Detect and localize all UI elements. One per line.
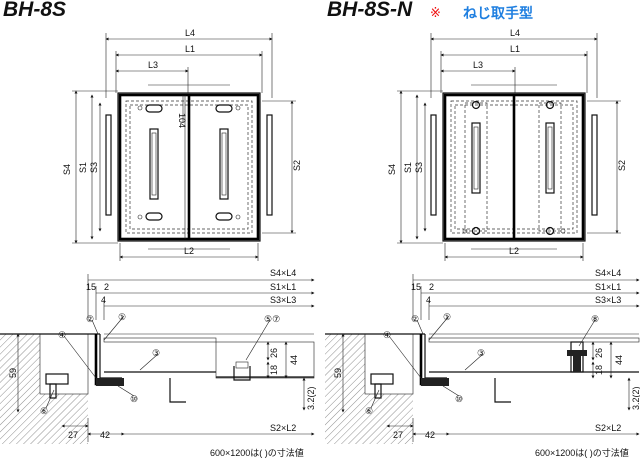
plan-right-label-l1: L1 bbox=[510, 44, 520, 54]
section-left-d4: 4 bbox=[101, 295, 106, 305]
plan-right-label-s4: S4 bbox=[387, 164, 397, 175]
section-left-row-3: S2×L2 bbox=[270, 423, 296, 433]
section-right-d59: 59 bbox=[333, 368, 343, 378]
section-right-row-2: S3×L3 bbox=[595, 295, 621, 305]
section-right-d27: 27 bbox=[393, 430, 403, 440]
section-right-callout-6: ⑥ bbox=[365, 406, 373, 416]
section-right-note: 600×1200は( )の寸法値 bbox=[535, 447, 629, 458]
plan-right-label-l4: L4 bbox=[510, 28, 520, 38]
plan-left-label-s1: S1 bbox=[78, 162, 88, 173]
section-right-d15: 15 bbox=[411, 282, 421, 292]
section-right-d32: 3.2(2) bbox=[631, 386, 640, 410]
plan-left-label-l2: L2 bbox=[184, 246, 194, 256]
section-left-row-0: S4×L4 bbox=[270, 268, 296, 278]
section-right-callout-8: ⑧ bbox=[591, 314, 599, 324]
plan-view-right: L4 L1 L3 S4 S1 S3 S2 bbox=[387, 28, 627, 261]
section-right-row-0: S4×L4 bbox=[595, 268, 621, 278]
plan-right-label-l3: L3 bbox=[473, 60, 483, 70]
section-left-callout-2: ② bbox=[86, 314, 94, 324]
model-title-left: BH-8S bbox=[3, 0, 67, 21]
section-left-d59: 59 bbox=[8, 368, 18, 378]
plan-left-label-l3: L3 bbox=[148, 60, 158, 70]
plan-left-offset: 104 bbox=[177, 113, 187, 128]
plan-view-left: L4 L1 L3 104 S bbox=[62, 28, 302, 261]
section-right-d42: 42 bbox=[425, 430, 435, 440]
section-view-left: S4×L4 S1×L1 S3×L3 15 2 4 59 bbox=[0, 268, 316, 458]
section-left-note: 600×1200は( )の寸法値 bbox=[210, 447, 304, 458]
plan-right-label-l2: L2 bbox=[509, 246, 519, 256]
section-left-d44: 44 bbox=[289, 355, 299, 365]
section-left-d32: 3.2(2) bbox=[306, 386, 316, 410]
section-right-d44: 44 bbox=[614, 355, 624, 365]
section-right-row-3: S2×L2 bbox=[595, 423, 621, 433]
section-left-callout-3: ③ bbox=[152, 348, 160, 358]
section-right-callout-1: ① bbox=[443, 312, 451, 322]
section-view-right: S4×L4 S1×L1 S3×L3 15 2 4 59 26 18 44 3.2… bbox=[325, 268, 640, 458]
section-left-d18: 18 bbox=[269, 365, 279, 375]
plan-left-label-s2: S2 bbox=[292, 160, 302, 171]
section-left-row-2: S3×L3 bbox=[270, 295, 296, 305]
plan-right-label-s2: S2 bbox=[617, 160, 627, 171]
section-left-d26: 26 bbox=[269, 348, 279, 358]
section-left-callout-1: ① bbox=[118, 312, 126, 322]
plan-right-label-s1: S1 bbox=[403, 162, 413, 173]
section-right-callout-2: ② bbox=[411, 314, 419, 324]
model-title-right: BH-8S-N bbox=[327, 0, 413, 21]
plan-right-label-s3: S3 bbox=[414, 162, 424, 173]
model-note-mark: ※ bbox=[430, 6, 441, 21]
plan-left-label-s4: S4 bbox=[62, 164, 72, 175]
section-left-callout-4: ④ bbox=[58, 330, 66, 340]
section-right-row-1: S1×L1 bbox=[595, 282, 621, 292]
model-subtitle-right: ねじ取手型 bbox=[463, 6, 533, 22]
plan-left-label-l4: L4 bbox=[185, 28, 195, 38]
plan-left-label-s3: S3 bbox=[89, 162, 99, 173]
section-left-d27: 27 bbox=[68, 430, 78, 440]
section-left-callout-6: ⑥ bbox=[40, 406, 48, 416]
section-right-d4: 4 bbox=[426, 295, 431, 305]
section-left-d15: 15 bbox=[86, 282, 96, 292]
section-right-d18: 18 bbox=[594, 365, 604, 375]
section-left-row-1: S1×L1 bbox=[270, 282, 296, 292]
section-right-callout-3: ③ bbox=[477, 348, 485, 358]
section-right-callout-10: ⑩ bbox=[455, 394, 463, 404]
section-right-callout-4: ④ bbox=[383, 330, 391, 340]
section-left-callout-10: ⑩ bbox=[130, 394, 138, 404]
section-right-d2: 2 bbox=[429, 282, 434, 292]
plan-left-label-l1: L1 bbox=[185, 44, 195, 54]
section-left-d2: 2 bbox=[104, 282, 109, 292]
section-left-callout-57: ⑤⑦ bbox=[264, 314, 280, 324]
section-right-d26: 26 bbox=[594, 348, 604, 358]
section-left-d42: 42 bbox=[100, 430, 110, 440]
